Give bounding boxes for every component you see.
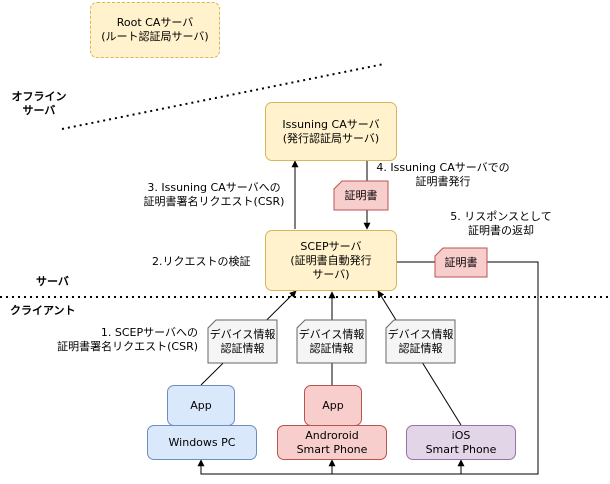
step-4-label: 4. Issuning CAサーバでの 証明書発行 xyxy=(376,161,510,188)
certificate-doc-shape xyxy=(434,247,488,278)
scep-server-node: SCEPサーバ (証明書自動発行 サーバ) xyxy=(265,230,397,291)
device-info-document: デバイス情報 認証情報 xyxy=(387,327,454,355)
server-zone-label: サーバ xyxy=(36,275,69,288)
client-zone-label: クライアント xyxy=(10,304,76,317)
arrow-response-to-android xyxy=(328,459,461,475)
device-info-doc-shape xyxy=(385,319,456,364)
offline-server-zone-label: オフライン サーバ xyxy=(11,90,67,117)
app-node-windows: App xyxy=(167,385,235,426)
ios-smartphone-node: iOS Smart Phone xyxy=(406,425,516,460)
issuing-ca-server-node: Issuning CAサーバ (発行認証局サーバ) xyxy=(265,102,397,161)
step-5-label: 5. リスポンスとして 証明書の返却 xyxy=(450,210,552,237)
device-info-doc-shape xyxy=(296,319,367,364)
device-info-doc-shape xyxy=(207,319,278,364)
arrow-response-to-windows xyxy=(197,459,332,475)
step-3-label: 3. Issuning CAサーバへの 証明書署名リクエスト(CSR) xyxy=(143,181,285,208)
step-2-label: 2.リクエストの検証 xyxy=(152,255,251,268)
root-ca-server-node: Root CAサーバ (ルート認証局サーバ) xyxy=(90,2,220,58)
certificate-document-response: 証明書 xyxy=(444,255,478,269)
step-1-label: 1. SCEPサーバへの 証明書署名リクエスト(CSR) xyxy=(57,326,198,353)
certificate-doc-shape xyxy=(333,180,389,211)
certificate-document: 証明書 xyxy=(344,188,378,202)
android-smartphone-node: Androroid Smart Phone xyxy=(277,425,387,460)
device-info-document: デバイス情報 認証情報 xyxy=(209,327,276,355)
offline-boundary-line xyxy=(61,63,385,130)
device-info-document: デバイス情報 認証情報 xyxy=(298,327,365,355)
windows-pc-node: Windows PC xyxy=(147,425,257,460)
app-node-android: App xyxy=(304,385,362,426)
